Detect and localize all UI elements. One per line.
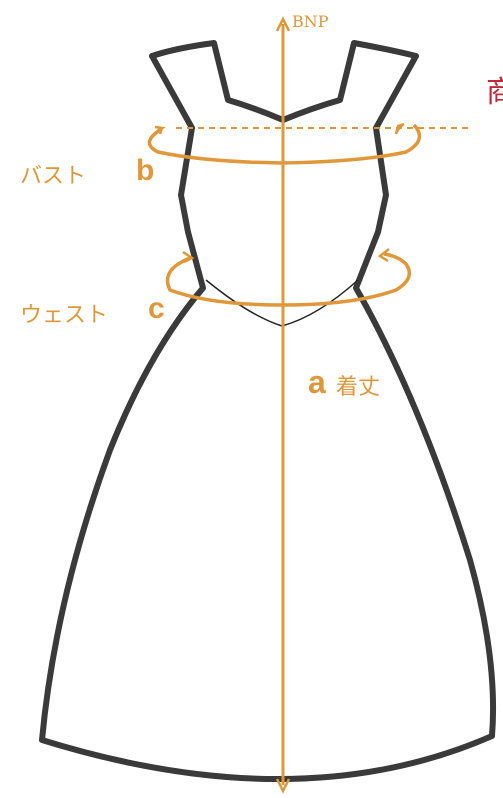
dress-outline: [39, 40, 497, 782]
length-arrow-top: [275, 16, 291, 32]
waist-ellipse: [165, 252, 412, 307]
length-letter: a: [308, 364, 326, 400]
waist-letter: c: [148, 292, 165, 325]
length-label: 着丈: [336, 375, 380, 400]
bust-ellipse: [147, 123, 422, 165]
length-arrow-bottom: [275, 778, 291, 794]
bust-arrow-left: [148, 125, 166, 141]
cut-off-label: 商: [486, 75, 503, 110]
bust-letter: b: [136, 154, 154, 187]
top-marker-label: BNP: [292, 12, 329, 31]
waist-arrow-right: [377, 248, 390, 263]
waist-arrow-left: [182, 250, 195, 264]
bust-arrow-right: [394, 122, 405, 135]
waist-label: ウェスト: [20, 303, 108, 328]
bust-label: バスト: [20, 164, 86, 189]
